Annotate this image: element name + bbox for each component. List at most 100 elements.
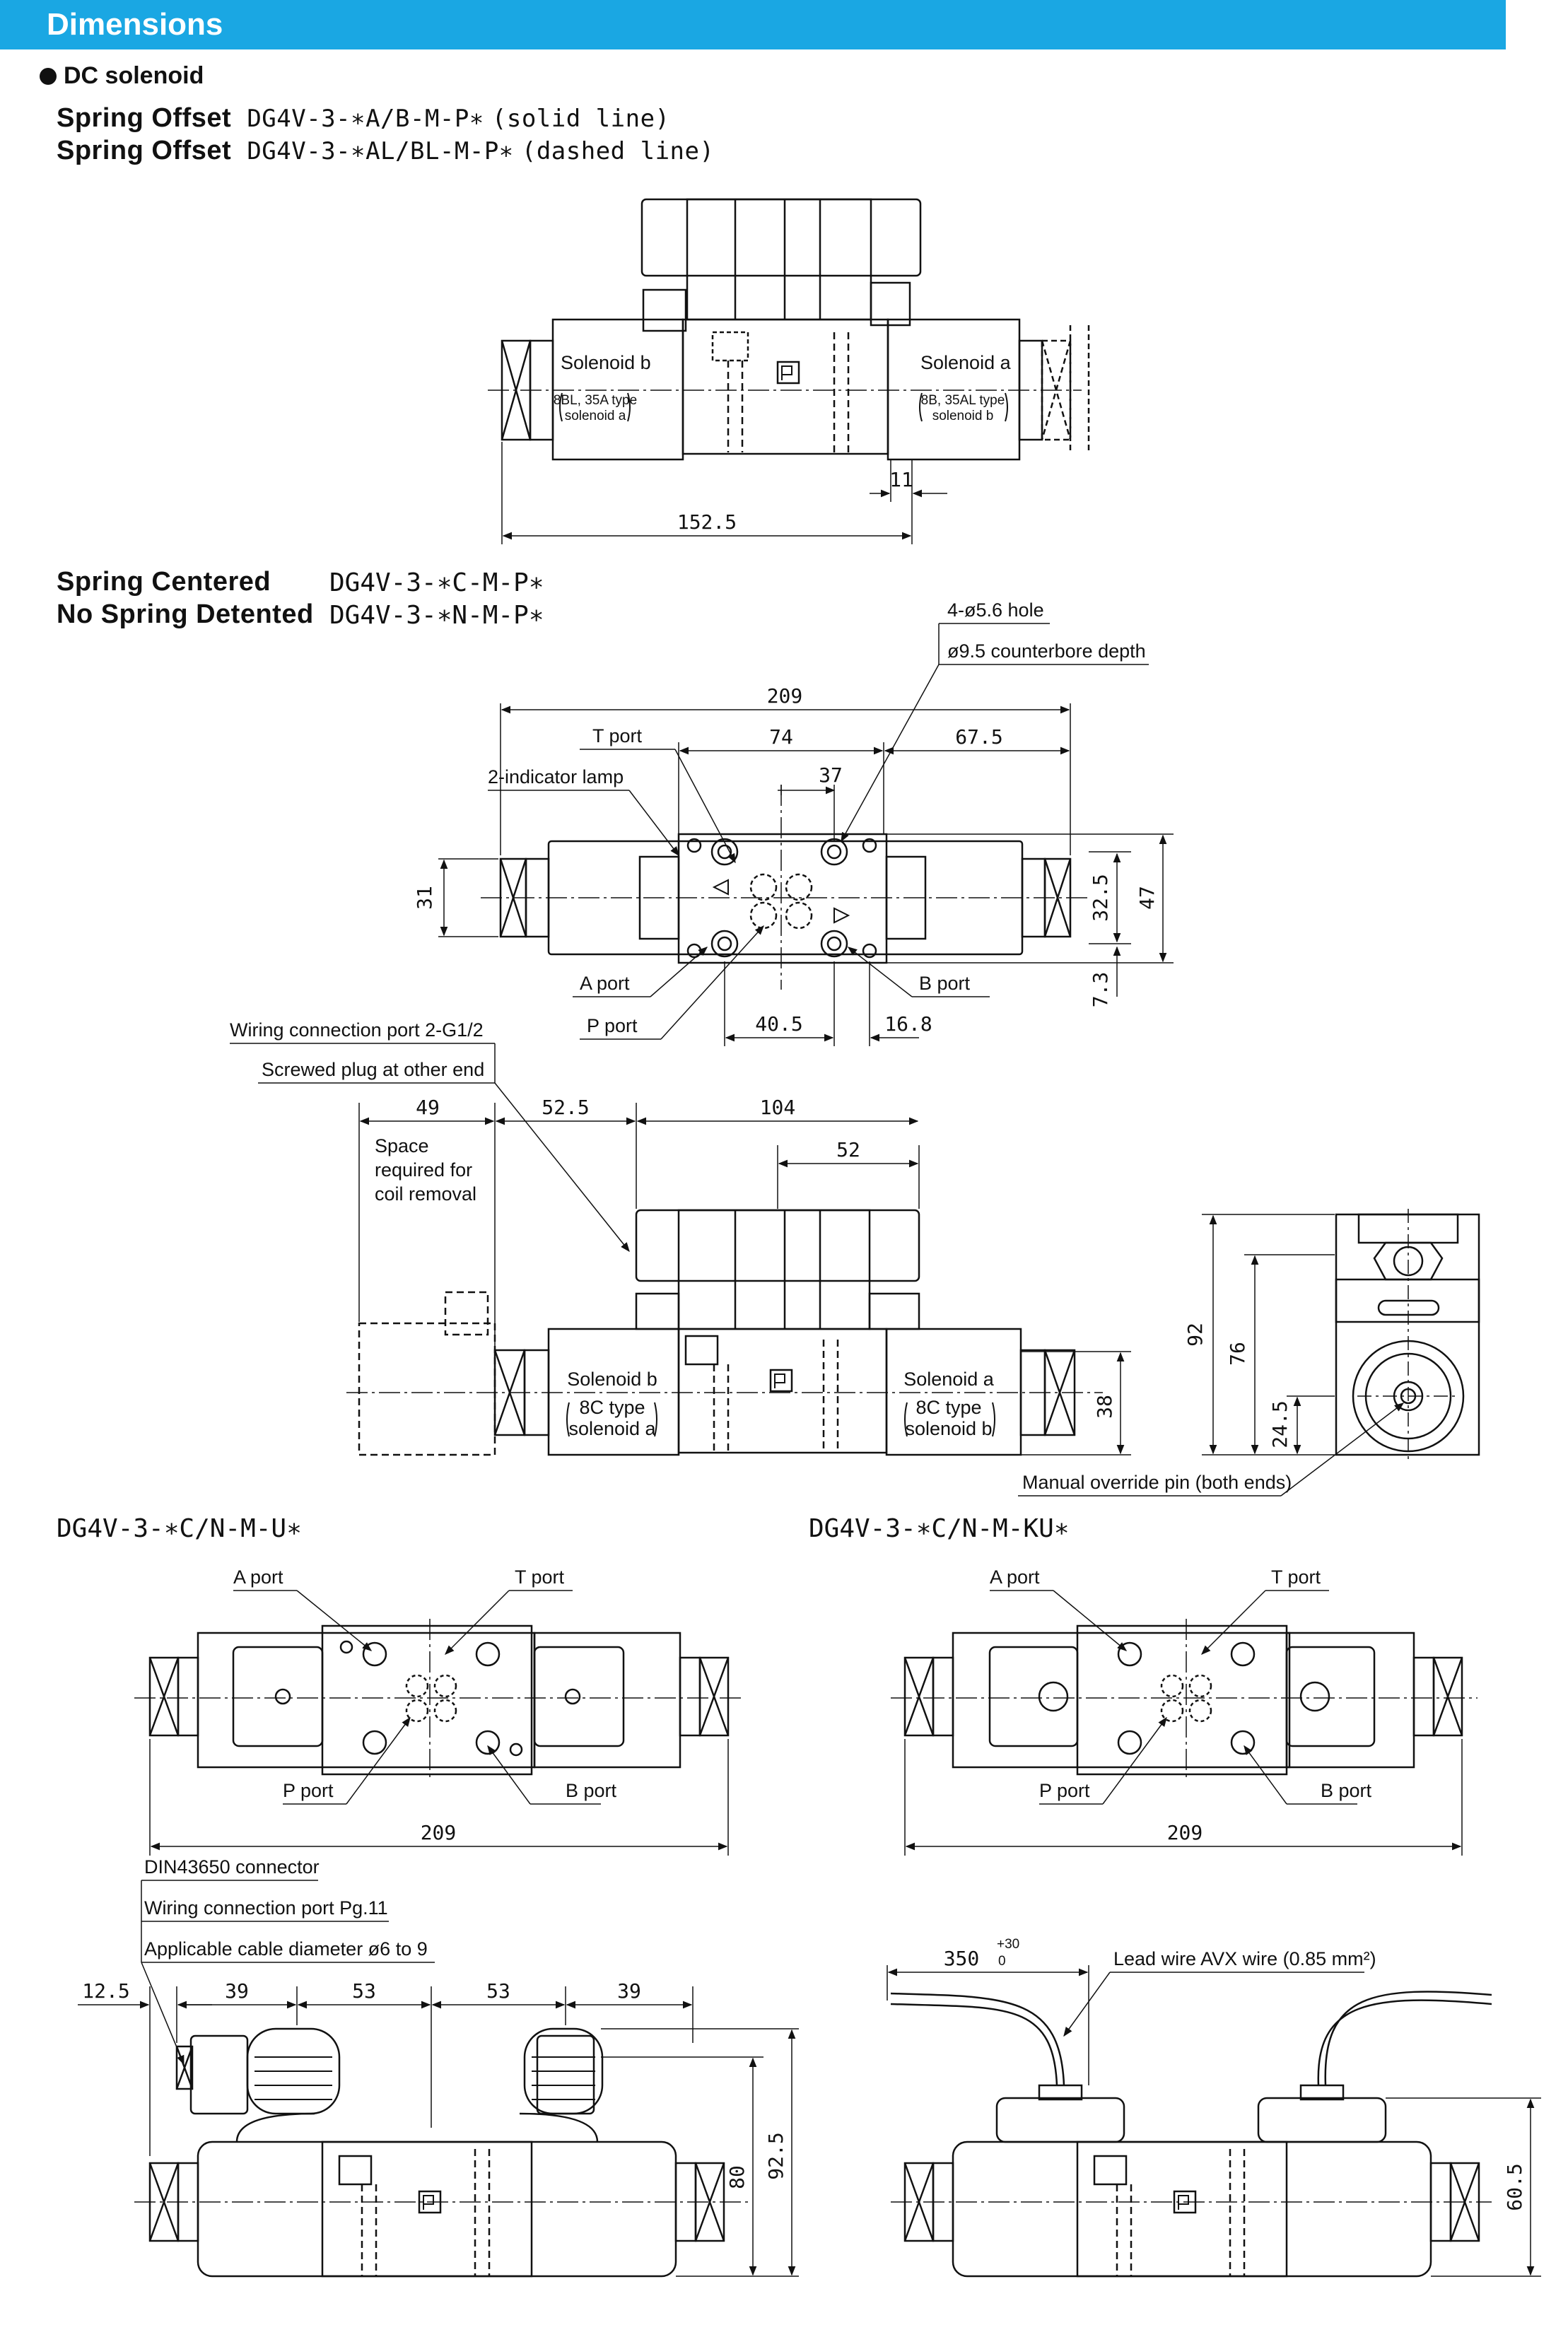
tol-down: 0 <box>998 1954 1006 1969</box>
tol-up: +30 <box>997 1937 1019 1952</box>
ku-model-top: A port T port P port B port 209 <box>891 1566 1478 1856</box>
space-line-3: coil removal <box>375 1183 476 1205</box>
spring-offset-drawing: Solenoid b 8BL, 35A type solenoid a Sole… <box>488 198 1090 544</box>
ku-a-port: A port <box>990 1566 1040 1588</box>
solenoid-b-coil <box>551 318 684 461</box>
section-header: Dimensions <box>0 0 1506 49</box>
dim-39-left: 39 <box>225 1979 249 2003</box>
wiring-port-note: Wiring connection port 2-G1/2 <box>230 1019 484 1041</box>
dim-32-5: 32.5 <box>1089 874 1112 921</box>
side-solenoid-b-note2: solenoid a <box>568 1418 656 1439</box>
ku-t-port: T port <box>1271 1566 1321 1588</box>
model: DG4V-3-∗A/B-M-P∗ <box>247 105 484 133</box>
indicator-label: 2-indicator lamp <box>488 766 624 787</box>
model: DG4V-3-∗AL/BL-M-P∗ <box>247 137 514 165</box>
spring-offset-line-1: Spring Offset DG4V-3-∗A/B-M-P∗ (solid li… <box>57 103 670 134</box>
dim-49: 49 <box>416 1096 440 1119</box>
solenoid-a-coil <box>887 318 1021 461</box>
p-logo-icon-2 <box>769 1369 793 1393</box>
u-a-port: A port <box>233 1566 283 1588</box>
dim-24-5: 24.5 <box>1268 1400 1292 1448</box>
u-model-title: DG4V-3-∗C/N-M-U∗ <box>57 1514 302 1543</box>
dim-92-5: 92.5 <box>764 2132 788 2179</box>
side-solenoid-b: Solenoid b <box>567 1369 657 1390</box>
dim-350: 350 <box>944 1947 980 1970</box>
ku-p-port: P port <box>1039 1780 1090 1801</box>
section-title: Dimensions <box>47 7 223 42</box>
solenoid-b-note1: 8BL, 35A type <box>554 393 637 408</box>
dim-92: 92 <box>1183 1323 1207 1347</box>
dim-11: 11 <box>889 468 913 491</box>
p-logo-icon <box>776 361 800 385</box>
dim-12-5: 12.5 <box>82 1979 129 2003</box>
counterbore-note: ø9.5 counterbore depth <box>947 640 1146 662</box>
spring-centered-label: Spring Centered <box>57 567 271 597</box>
din-connector: DIN43650 connector <box>144 1856 320 1878</box>
dim-60-5: 60.5 <box>1503 2163 1526 2210</box>
dim-74: 74 <box>769 725 793 749</box>
section-bullet: DC solenoid <box>40 62 204 90</box>
dim-53-left: 53 <box>352 1979 376 2003</box>
spring-centered-model: DG4V-3-∗C-M-P∗ <box>329 568 544 597</box>
dim-52: 52 <box>836 1138 860 1161</box>
space-line-2: required for <box>375 1159 472 1181</box>
u-b-port: B port <box>566 1780 617 1801</box>
valve-body <box>681 318 889 455</box>
side-solenoid-a-note2: solenoid b <box>905 1418 992 1439</box>
space-line-1: Space <box>375 1135 429 1156</box>
solenoid-a-label: Solenoid a <box>920 352 1012 373</box>
a-port-label: A port <box>580 973 630 994</box>
dim-31: 31 <box>413 886 436 910</box>
t-port-label: T port <box>592 725 643 746</box>
side-solenoid-a: Solenoid a <box>903 1369 995 1390</box>
dim-152-5: 152.5 <box>677 510 737 534</box>
wiring-pg11: Wiring connection port Pg.11 <box>144 1897 388 1919</box>
manual-override-label: Manual override pin (both ends) <box>1022 1472 1292 1493</box>
screwed-plug-note: Screwed plug at other end <box>262 1059 484 1080</box>
note: (dashed line) <box>521 137 715 165</box>
label: Spring Offset <box>57 136 232 165</box>
cable-diameter: Applicable cable diameter ø6 to 9 <box>144 1938 428 1960</box>
dim-38: 38 <box>1093 1395 1116 1419</box>
solenoid-a-note1: 8B, 35AL type <box>921 393 1005 408</box>
dim-104: 104 <box>760 1096 796 1119</box>
solenoid-a-note2: solenoid b <box>932 409 994 423</box>
bullet-dot <box>40 68 57 85</box>
no-spring-label: No Spring Detented <box>57 599 314 629</box>
side-view-drawing: Wiring connection port 2-G1/2 Screwed pl… <box>230 1019 1480 1496</box>
solenoid-b-note2: solenoid a <box>565 409 626 423</box>
dim-53-right: 53 <box>486 1979 510 2003</box>
p-port-label: P port <box>587 1015 638 1036</box>
u-model-top: A port T port P port B port 209 <box>134 1566 742 1856</box>
lead-wire-label: Lead wire AVX wire (0.85 mm²) <box>1113 1948 1376 1969</box>
dim-37: 37 <box>819 763 843 787</box>
solenoid-b-label: Solenoid b <box>561 352 651 373</box>
u-coil-body <box>197 1632 536 1769</box>
dim-16-8: 16.8 <box>884 1012 932 1036</box>
hole-note: 4-ø5.6 hole <box>947 599 1044 621</box>
ku-dim-209: 209 <box>1167 1821 1203 1844</box>
dim-52-5: 52.5 <box>542 1096 589 1119</box>
dim-47: 47 <box>1135 886 1159 910</box>
side-solenoid-b-note1: 8C type <box>579 1397 645 1418</box>
u-p-port: P port <box>283 1780 334 1801</box>
dim-7-3: 7.3 <box>1089 972 1112 1008</box>
ku-model-title: DG4V-3-∗C/N-M-KU∗ <box>809 1514 1070 1543</box>
dim-80: 80 <box>725 2165 749 2189</box>
spring-centered-top-view: 209 74 67.5 37 31 32.5 47 7.3 40.5 16.8 <box>413 599 1174 1046</box>
ku-b-port: B port <box>1321 1780 1372 1801</box>
dim-40-5: 40.5 <box>755 1012 802 1036</box>
b-port-label: B port <box>919 973 971 994</box>
label: Spring Offset <box>57 103 232 133</box>
u-dim-209: 209 <box>421 1821 457 1844</box>
body-top <box>677 833 888 964</box>
u-t-port: T port <box>515 1566 565 1588</box>
dim-76: 76 <box>1226 1342 1249 1366</box>
top-housing <box>640 198 922 277</box>
u-model-side: DIN43650 connector Wiring connection por… <box>78 1856 799 2278</box>
no-spring-model: DG4V-3-∗N-M-P∗ <box>329 601 544 630</box>
note: (solid line) <box>491 105 670 133</box>
dim-67-5: 67.5 <box>955 725 1002 749</box>
dim-209: 209 <box>767 684 803 708</box>
